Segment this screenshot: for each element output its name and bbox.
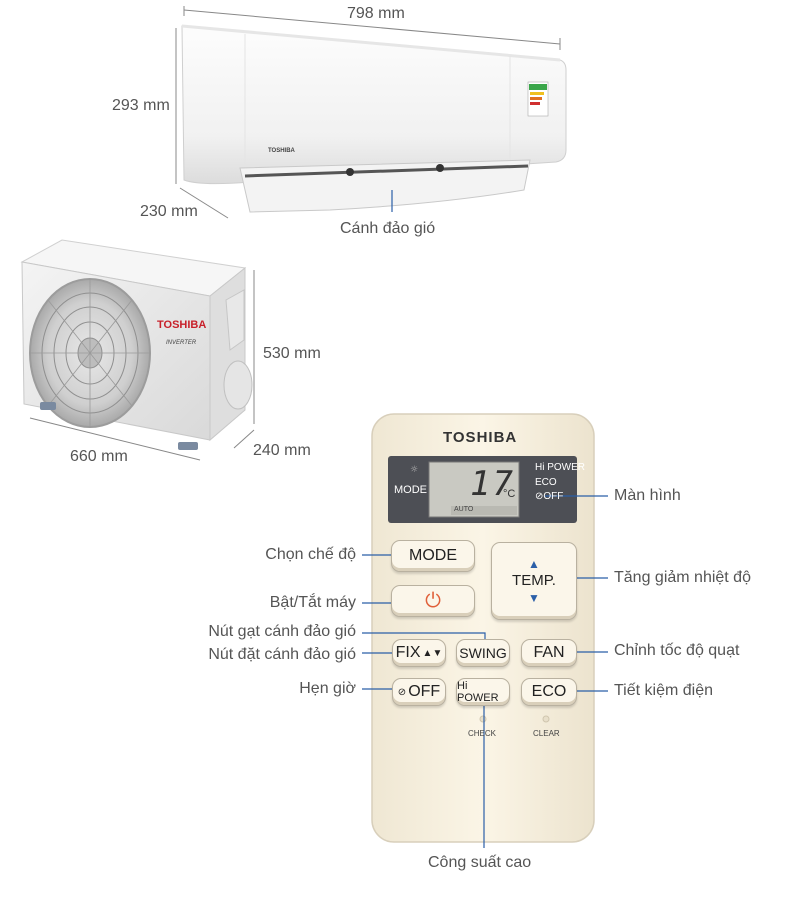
- indoor-depth-label: 230 mm: [140, 203, 198, 220]
- timer-icon: ⊘: [397, 686, 407, 698]
- outdoor-service-cover: [225, 289, 245, 351]
- callout-temp: Tăng giảm nhiệt độ: [614, 569, 751, 586]
- lcd-temperature: 17: [470, 464, 515, 504]
- louver-clip: [346, 168, 354, 176]
- power-icon: ⏻: [425, 589, 441, 612]
- off-timer-button[interactable]: ⊘OFF: [392, 678, 446, 706]
- outdoor-height-label: 530 mm: [263, 345, 321, 362]
- outdoor-foot: [178, 442, 198, 450]
- lcd-auto-label: AUTO: [454, 506, 474, 513]
- callout-swing: Nút gạt cánh đảo gió: [208, 623, 356, 640]
- fix-updown-icon: ▲▼: [422, 647, 443, 659]
- fan-button[interactable]: FAN: [521, 639, 577, 667]
- callout-mode: Chọn chế độ: [265, 546, 356, 563]
- outdoor-foot: [40, 402, 56, 410]
- callout-power: Bật/Tắt máy: [269, 594, 356, 611]
- callout-screen: Màn hình: [614, 487, 681, 504]
- indoor-width-dimension-line: [183, 9, 561, 45]
- temp-button[interactable]: ▲ TEMP. ▼: [491, 542, 577, 620]
- temp-down-arrow-icon: ▼: [528, 591, 540, 605]
- outdoor-width-dimension-line: [29, 417, 201, 461]
- lcd-mode-label: MODE: [394, 484, 427, 496]
- indoor-vent-slot: [244, 164, 529, 178]
- clear-indicator-icon: [542, 715, 550, 723]
- hipower-button[interactable]: Hi POWER: [456, 678, 510, 706]
- outdoor-depth-dimension-line: [233, 429, 255, 449]
- lcd-timer-icon: ⊘: [535, 491, 544, 502]
- indoor-body: [181, 25, 567, 185]
- indoor-depth-dimension-line: [179, 187, 229, 219]
- outdoor-unit: TOSHIBA INVERTER: [20, 239, 255, 461]
- check-label: CHECK: [468, 729, 497, 738]
- louver-label: Cánh đảo gió: [340, 220, 436, 237]
- indoor-top-edge: [181, 24, 561, 62]
- callout-fix: Nút đặt cánh đảo gió: [208, 646, 356, 663]
- lcd-hipower-label: Hi POWER: [535, 462, 585, 473]
- indoor-width-label: 798 mm: [347, 5, 405, 22]
- callout-timer: Hẹn giờ: [299, 680, 356, 697]
- indoor-height-label: 293 mm: [112, 97, 170, 114]
- outdoor-brand-text: TOSHIBA: [157, 319, 206, 331]
- swing-button[interactable]: SWING: [456, 639, 510, 667]
- power-button[interactable]: ⏻: [391, 585, 475, 617]
- indoor-brand-text: TOSHIBA: [268, 148, 296, 154]
- temp-up-arrow-icon: ▲: [528, 557, 540, 571]
- clear-label: CLEAR: [533, 729, 560, 738]
- callout-fan: Chỉnh tốc độ quạt: [614, 642, 740, 659]
- lcd-eco-label: ECO: [535, 477, 557, 488]
- louver-clip: [436, 164, 444, 172]
- energy-label-sticker: [527, 81, 549, 117]
- outdoor-valve-cover: [223, 360, 253, 410]
- indoor-unit: TOSHIBA: [175, 6, 567, 219]
- callout-hipower: Công suất cao: [428, 854, 532, 871]
- callout-eco: Tiết kiệm điện: [614, 682, 713, 699]
- lcd-sun-icon: ☼: [410, 465, 418, 475]
- lcd-off-label: ⊘OFF: [535, 491, 564, 502]
- mode-button[interactable]: MODE: [391, 540, 475, 572]
- outdoor-sub-text: INVERTER: [166, 340, 197, 346]
- lcd-status-strip: [451, 506, 517, 515]
- outdoor-depth-label: 240 mm: [253, 442, 311, 459]
- outdoor-width-label: 660 mm: [70, 448, 128, 465]
- remote-brand: TOSHIBA: [443, 429, 518, 446]
- fix-button[interactable]: FIX▲▼: [392, 639, 446, 667]
- check-indicator-icon: [479, 715, 487, 723]
- eco-button[interactable]: ECO: [521, 678, 577, 706]
- lcd-temp-unit: °C: [503, 488, 516, 500]
- remote-control: ☼: [371, 413, 595, 843]
- fan-grille: [29, 278, 151, 428]
